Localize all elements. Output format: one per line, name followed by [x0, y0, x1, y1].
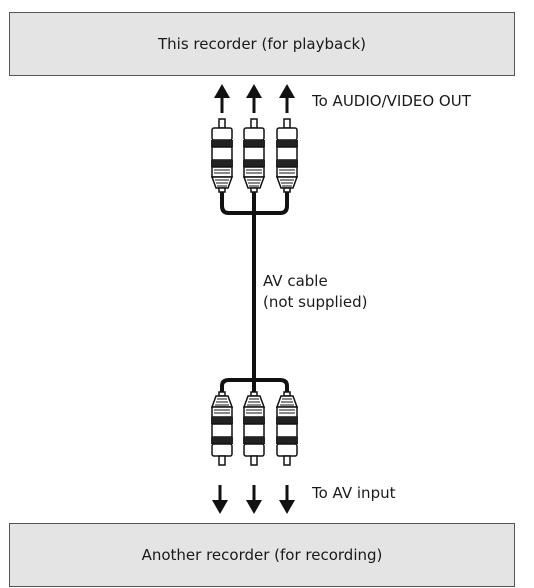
rca-plug-icon — [275, 118, 299, 193]
bottom-plugs — [210, 391, 299, 466]
arrow-up-icon — [214, 84, 230, 113]
av-input-label: To AV input — [312, 484, 396, 502]
target-recorder-box: Another recorder (for recording) — [9, 523, 515, 587]
av-cable — [220, 192, 289, 392]
av-cable-label-line1: AV cable — [263, 272, 328, 290]
av-cable-label-line2: (not supplied) — [263, 293, 368, 311]
down-arrows — [212, 485, 295, 514]
rca-plug-icon — [275, 391, 299, 466]
up-arrows — [214, 84, 295, 113]
rca-plug-icon — [242, 391, 266, 466]
rca-plug-icon — [210, 118, 234, 193]
source-recorder-box: This recorder (for playback) — [9, 12, 515, 76]
target-recorder-label: Another recorder (for recording) — [141, 546, 383, 564]
arrow-down-icon — [212, 485, 228, 514]
arrow-up-icon — [279, 84, 295, 113]
av-cable-label: AV cable (not supplied) — [263, 271, 368, 313]
source-recorder-label: This recorder (for playback) — [157, 35, 366, 53]
arrow-up-icon — [246, 84, 262, 113]
rca-plug-icon — [210, 391, 234, 466]
arrow-down-icon — [279, 485, 295, 514]
rca-plug-icon — [242, 118, 266, 193]
arrow-down-icon — [246, 485, 262, 514]
top-plugs — [210, 118, 299, 193]
audio-video-out-label: To AUDIO/VIDEO OUT — [312, 92, 471, 110]
